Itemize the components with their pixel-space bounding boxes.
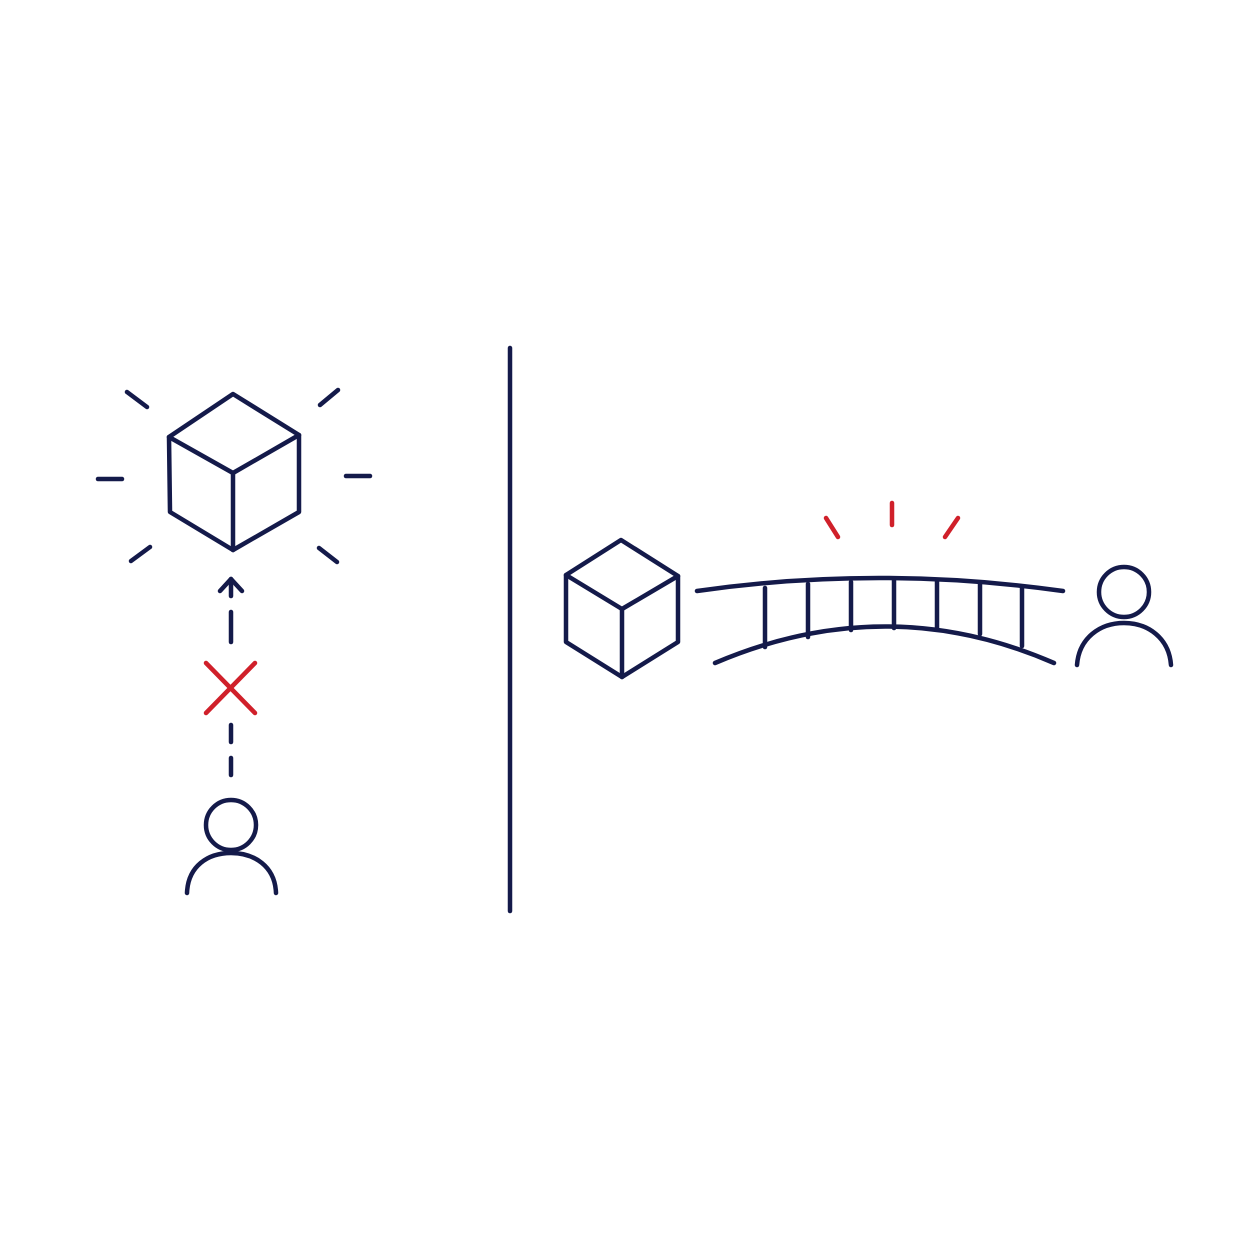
cube-icon <box>166 391 302 553</box>
person-icon <box>1074 564 1174 668</box>
bridge-icon <box>694 575 1066 666</box>
radiating-lines-icon <box>95 387 373 565</box>
left-panel <box>95 387 373 896</box>
right-panel <box>563 500 1174 680</box>
cube-icon <box>563 537 681 680</box>
cross-icon <box>203 660 258 716</box>
sparkle-lines-icon <box>823 500 961 540</box>
dashed-arrow-icon <box>217 576 245 778</box>
person-icon <box>184 797 279 896</box>
